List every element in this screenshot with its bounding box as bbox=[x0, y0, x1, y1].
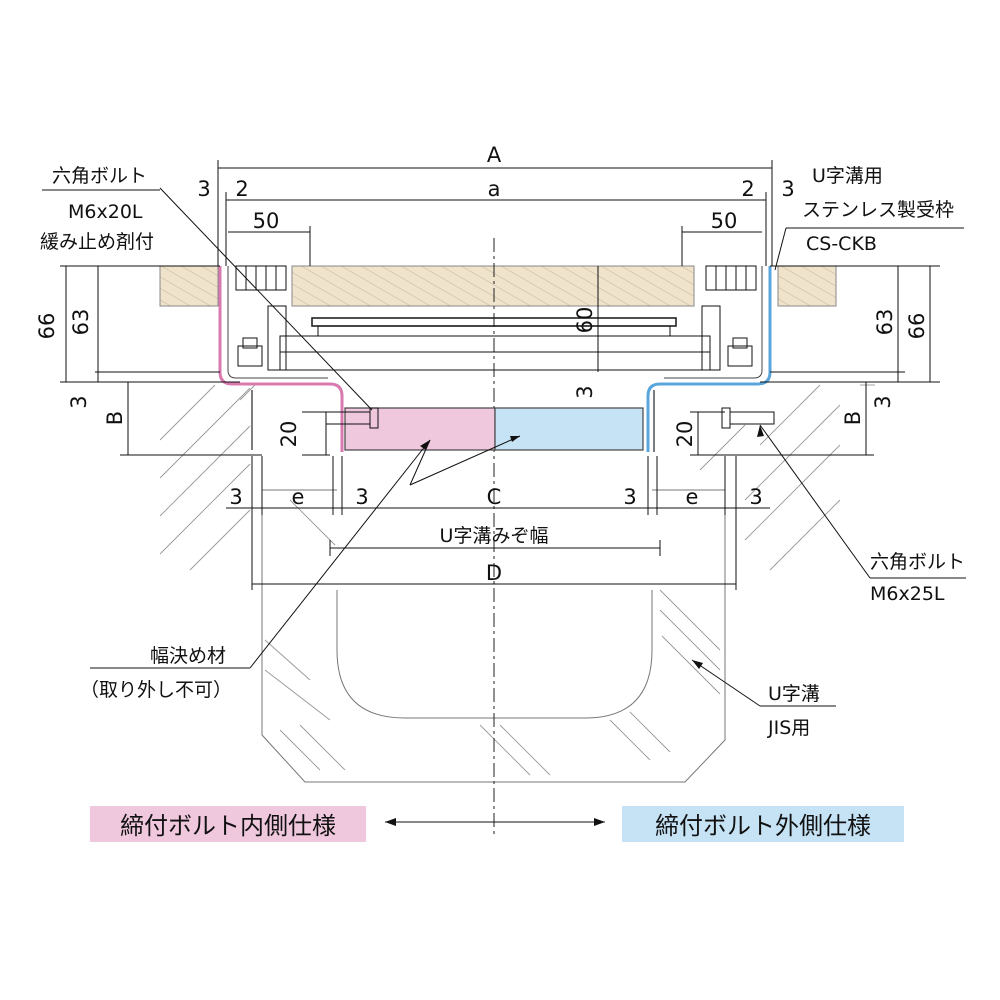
dim-B-left: B bbox=[103, 411, 127, 425]
dim-3-center-mid: 3 bbox=[573, 385, 597, 398]
dim-20-left: 20 bbox=[277, 421, 301, 448]
ground-hatch bbox=[159, 384, 875, 571]
dim-3-right-mid: 3 bbox=[871, 395, 895, 408]
dim-D: D bbox=[486, 561, 502, 585]
dim-3-bottom-4: 3 bbox=[749, 485, 762, 509]
dim-66-left: 66 bbox=[35, 313, 59, 340]
dim-A: A bbox=[487, 143, 502, 167]
inner-spec-frame bbox=[218, 266, 496, 452]
dim-3-left-mid: 3 bbox=[67, 395, 91, 408]
label-frame-line1: U字溝用 bbox=[812, 165, 883, 187]
outer-spec-frame bbox=[494, 266, 775, 452]
grating bbox=[267, 305, 721, 371]
label-bolt-left-size: M6x20L bbox=[68, 201, 143, 223]
label-spacer-line2: （取り外し不可） bbox=[80, 679, 232, 701]
dim-a: a bbox=[488, 177, 501, 201]
dim-3-bottom-3: 3 bbox=[623, 485, 636, 509]
legend-inner-swatch bbox=[90, 806, 366, 842]
dim-50-right: 50 bbox=[711, 209, 738, 233]
legend-inner: 締付ボルト内側仕様 bbox=[90, 806, 366, 842]
label-trench-width: U字溝みぞ幅 bbox=[440, 525, 549, 547]
label-bolt-left-note: 緩み止め剤付 bbox=[40, 231, 154, 253]
dim-3-top-right: 3 bbox=[781, 177, 794, 201]
label-utrench-line2: JIS用 bbox=[767, 717, 810, 739]
dim-63-left: 63 bbox=[69, 309, 93, 336]
dim-2-top-left: 2 bbox=[235, 177, 248, 201]
label-frame-line2: ステンレス製受枠 bbox=[802, 199, 954, 221]
label-hex-bolt-right: 六角ボルト bbox=[870, 551, 965, 573]
dim-63-right: 63 bbox=[873, 309, 897, 336]
dim-20-right: 20 bbox=[673, 421, 697, 448]
legend-outer-swatch bbox=[622, 806, 904, 842]
gasket-teeth bbox=[235, 265, 757, 291]
dim-3-top-left: 3 bbox=[197, 177, 210, 201]
dim-B-right: B bbox=[841, 411, 865, 425]
legend-inner-label: 締付ボルト内側仕様 bbox=[120, 812, 336, 840]
label-bolt-right-size: M6x25L bbox=[870, 583, 945, 605]
dim-2-top-right: 2 bbox=[741, 177, 754, 201]
legend-outer-label: 締付ボルト外側仕様 bbox=[655, 812, 871, 840]
arrow-heads bbox=[385, 425, 764, 826]
dim-3-bottom-2: 3 bbox=[355, 485, 368, 509]
label-utrench-line1: U字溝 bbox=[768, 683, 820, 705]
dim-C: C bbox=[487, 485, 502, 509]
label-frame-model: CS-CKB bbox=[806, 233, 877, 255]
label-hex-bolt-left: 六角ボルト bbox=[52, 165, 147, 187]
dim-e-left: e bbox=[292, 485, 305, 509]
dim-3-bottom-1: 3 bbox=[229, 485, 242, 509]
dim-e-right: e bbox=[686, 485, 699, 509]
dim-66-right: 66 bbox=[905, 313, 929, 340]
dimension-lines bbox=[42, 160, 966, 823]
legend-outer: 締付ボルト外側仕様 bbox=[622, 806, 904, 842]
pavement bbox=[159, 265, 837, 307]
u-trench-body bbox=[261, 489, 726, 783]
dim-60: 60 bbox=[573, 307, 597, 334]
label-spacer-line1: 幅決め材 bbox=[150, 645, 226, 667]
dim-50-left: 50 bbox=[253, 209, 280, 233]
